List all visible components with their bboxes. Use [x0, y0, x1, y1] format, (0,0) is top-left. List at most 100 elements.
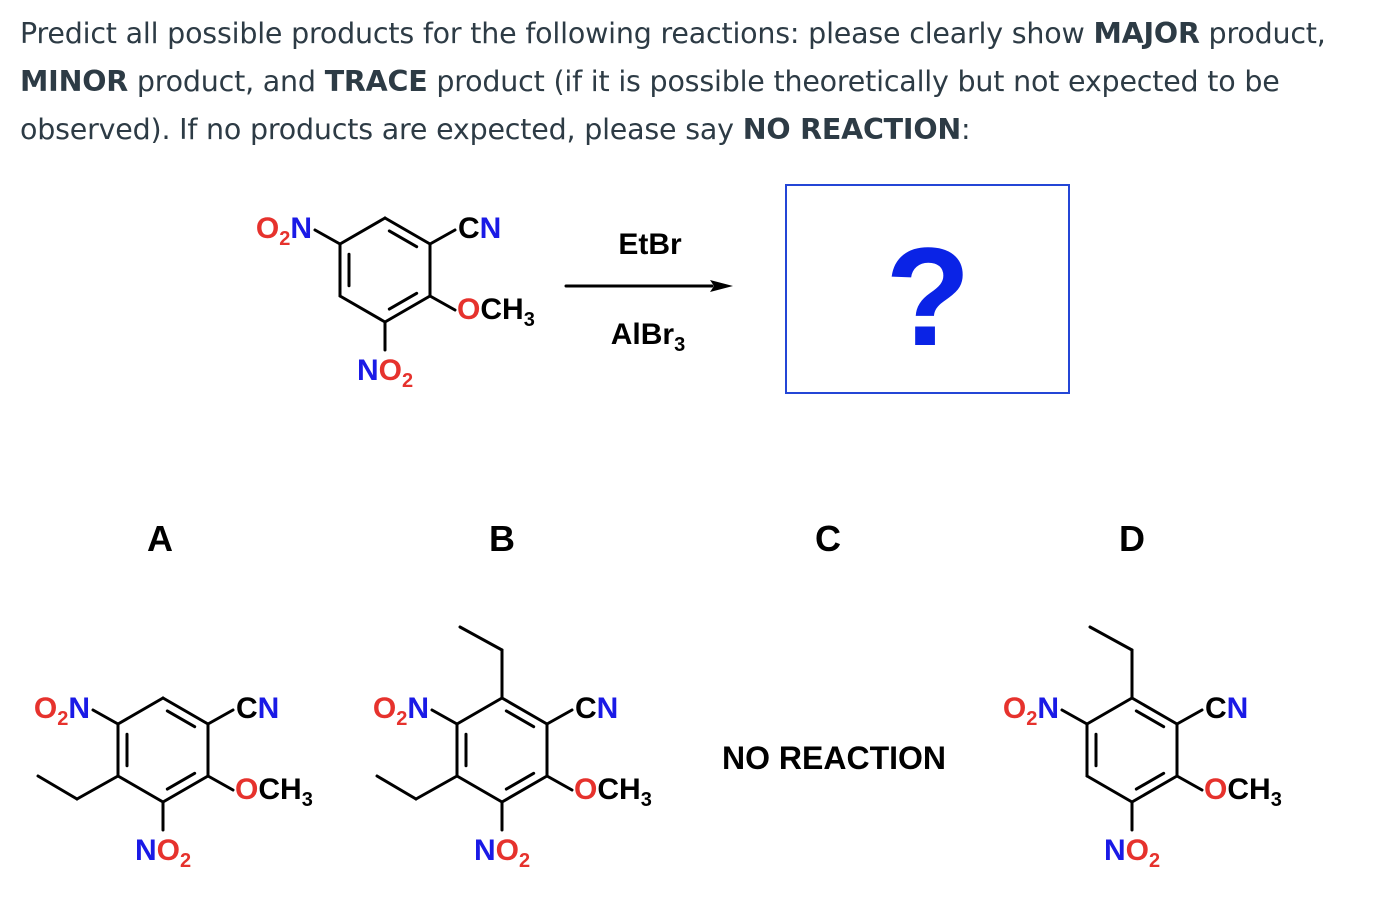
cyano-label: CN: [458, 212, 501, 245]
bond-cyano: [428, 228, 457, 246]
nitro-bottom-label-part: N: [135, 834, 157, 867]
bond-nitro-left: [91, 708, 120, 726]
ring-bond: [1085, 696, 1134, 726]
bond-methoxy: [1175, 774, 1204, 792]
bond-ethyl-ch3: [458, 625, 504, 652]
answer-box[interactable]: [785, 184, 1070, 394]
double-bond: [1134, 709, 1166, 729]
methoxy-label-part: 3: [524, 309, 535, 331]
nitro-left-label-part: O: [373, 692, 396, 725]
bond-methoxy: [428, 294, 457, 312]
double-bond: [165, 771, 197, 791]
methoxy-label-part: 3: [302, 789, 313, 811]
ring-bond: [455, 774, 504, 804]
nitro-bottom-label-part: N: [1104, 834, 1126, 867]
nitro-left-label-part: 2: [279, 228, 290, 250]
choice-c-no-reaction[interactable]: NO REACTION: [722, 740, 946, 776]
methoxy-label-part: 3: [641, 789, 652, 811]
nitro-left-label-part: N: [68, 692, 90, 725]
question-emphasis: MINOR: [20, 65, 128, 98]
nitro-bottom-label-part: 2: [519, 850, 530, 872]
bond-cyano: [1175, 708, 1204, 726]
ring-bond: [500, 774, 549, 804]
bond-ethyl-ch3: [1088, 625, 1134, 652]
nitro-bottom-label: NO2: [357, 354, 413, 392]
methoxy-label-part: O: [1204, 773, 1227, 806]
bond-ethyl-ch3: [375, 774, 418, 801]
reagent-aluminum-bromide-part: AlBr: [611, 318, 675, 351]
methoxy-label-part: O: [574, 773, 597, 806]
bond-ethyl-ch2: [75, 774, 120, 801]
ring-bond: [1130, 774, 1179, 804]
question-mark: ?: [885, 218, 971, 375]
methoxy-label-part: O: [457, 293, 480, 326]
question-segment: Predict all possible products for the fo…: [20, 17, 1094, 50]
ring-bond: [161, 696, 210, 726]
nitro-left-label-part: N: [290, 212, 312, 245]
cyano-label-part: N: [1227, 692, 1249, 725]
methoxy-label: OCH3: [1204, 773, 1282, 811]
double-bond: [387, 291, 419, 311]
ring-bond: [1130, 696, 1179, 726]
methoxy-label: OCH3: [235, 773, 313, 811]
cyano-label: CN: [1205, 692, 1248, 725]
cyano-label: CN: [575, 692, 618, 725]
double-bond: [1134, 771, 1166, 791]
choice-letter-d[interactable]: D: [1119, 518, 1145, 559]
nitro-bottom-label: NO2: [1104, 834, 1160, 872]
nitro-left-label-part: 2: [57, 708, 68, 730]
ring-bond: [1085, 774, 1134, 804]
reaction-arrow-head: [710, 280, 733, 292]
question-segment: product,: [1199, 17, 1326, 50]
bond-ethyl-ch3: [36, 774, 79, 801]
question-segment: :: [961, 113, 971, 146]
nitro-bottom-label-part: N: [474, 834, 496, 867]
double-bond: [504, 709, 536, 729]
nitro-bottom-label-part: O: [379, 354, 402, 387]
choice-letter-a[interactable]: A: [147, 518, 173, 559]
nitro-bottom-label-part: N: [357, 354, 379, 387]
ring-bond: [116, 774, 165, 804]
bond-ethyl-ch2: [414, 774, 459, 801]
nitro-left-label-part: O: [1003, 692, 1026, 725]
nitro-left-label: O2N: [373, 692, 429, 730]
bond-methoxy: [545, 774, 574, 792]
nitro-left-label: O2N: [256, 212, 312, 250]
ring-bond: [383, 294, 432, 324]
nitro-left-label-part: N: [1037, 692, 1059, 725]
cyano-label-part: N: [258, 692, 280, 725]
nitro-left-label: O2N: [34, 692, 90, 730]
methoxy-label-part: 3: [1271, 789, 1282, 811]
reagent-ethyl-bromide: EtBr: [618, 228, 682, 261]
cyano-label-part: C: [458, 212, 480, 245]
double-bond: [504, 771, 536, 791]
ring-bond: [338, 294, 387, 324]
cyano-label-part: C: [575, 692, 597, 725]
choice-letter-c[interactable]: C: [815, 518, 841, 559]
question-emphasis: MAJOR: [1093, 17, 1200, 50]
question-segment: product (if it is possible theoretically…: [20, 65, 1280, 146]
choice-letter-b[interactable]: B: [489, 518, 515, 559]
ring-bond: [455, 696, 504, 726]
methoxy-label-part: CH: [480, 293, 523, 326]
methoxy-label-part: CH: [1227, 773, 1270, 806]
ring-bond: [116, 696, 165, 726]
bond-nitro-left: [313, 228, 342, 246]
nitro-left-label-part: N: [407, 692, 429, 725]
double-bond: [165, 709, 197, 729]
cyano-label: CN: [236, 692, 279, 725]
nitro-bottom-label-part: O: [1126, 834, 1149, 867]
cyano-label-part: C: [236, 692, 258, 725]
bond-nitro-left: [1060, 708, 1089, 726]
nitro-left-label-part: O: [34, 692, 57, 725]
question-segment: product, and: [128, 65, 325, 98]
bond-cyano: [206, 708, 235, 726]
nitro-left-label: O2N: [1003, 692, 1059, 730]
cyano-label-part: N: [597, 692, 619, 725]
cyano-label-part: N: [480, 212, 502, 245]
nitro-bottom-label-part: 2: [180, 850, 191, 872]
